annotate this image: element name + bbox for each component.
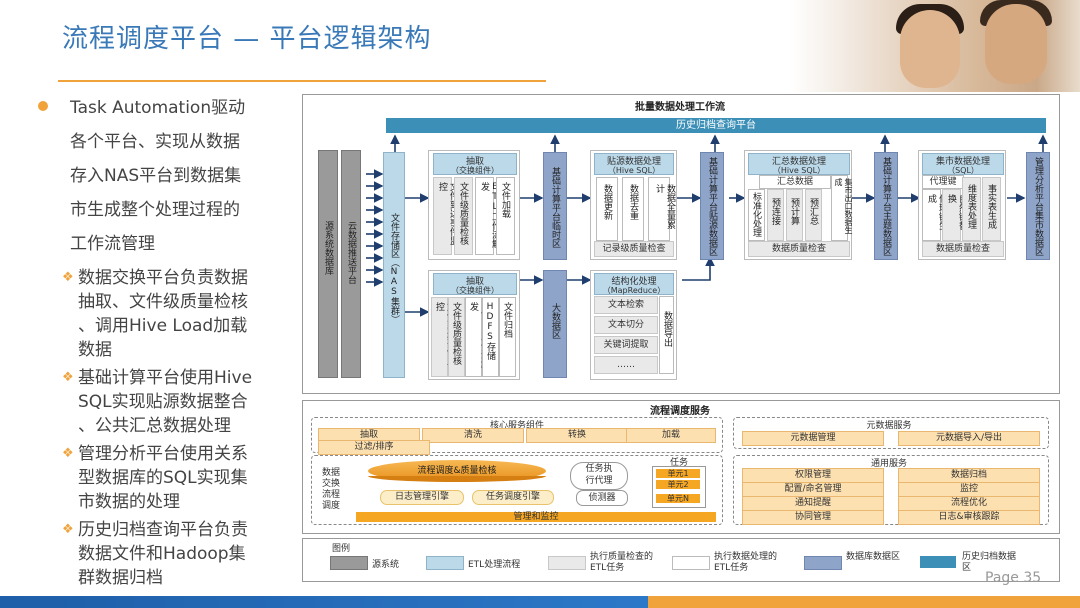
mart-processing-box: 集市数据处理 （SQL） 代理键 代理键生成 自然键替换 维度表处理 事实表生成… <box>918 150 1006 260</box>
legend-swatch-etl <box>426 556 464 570</box>
metadata-services-group: 元数据服务 元数据管理 元数据导入/导出 <box>733 417 1049 449</box>
scheduler-title: 流程调度服务 <box>650 406 710 417</box>
compute-theme-zone: 基础计算平台主题数据区 <box>874 152 898 260</box>
legend-swatch-quality <box>548 556 586 570</box>
diamond-bullet-icon: ❖ <box>62 270 74 285</box>
bottom-accent-bar <box>0 596 1080 608</box>
sub-bullet-compute: ❖ 基础计算平台使用Hive SQL实现贴源数据整合 、公共汇总数据处理 <box>62 368 253 436</box>
paste-processing-box: 贴源数据处理 （Hive SQL） 数据更新 数据去重 数据全量累计 记录级质量… <box>590 150 677 260</box>
nas-file-storage: 文件存储区（NAS集群） <box>383 152 405 378</box>
batch-workflow-title: 批量数据处理工作流 <box>635 102 725 113</box>
detector: 侦测器 <box>576 490 628 506</box>
page-number: Page 35 <box>985 570 1042 586</box>
engine-cylinder-base <box>368 476 546 482</box>
sub-bullet-archive: ❖ 历史归档查询平台负责 数据文件和Hadoop集 群数据归档 <box>62 520 248 588</box>
bigdata-zone: 大数据区 <box>543 270 567 378</box>
header-photo <box>790 0 1080 92</box>
analysis-mart-zone: 管理分析平台集市数据区 <box>1026 152 1050 260</box>
core-services-group: 核心服务组件 抽取 清洗 转换 加载 过滤/排序 <box>311 417 723 455</box>
compute-paste-zone: 基础计算平台贴源数据区 <box>700 152 724 260</box>
legend-swatch-source <box>330 556 368 570</box>
extract-box-2: 抽取 （交换组件） 文件到达事件监控 文件级质量检核 ETL工作流触发 HDFS… <box>428 270 520 380</box>
common-services-group: 通用服务 权限管理 数据归档 配置/命名管理 监控 通知提醒 流程优化 协同管理… <box>733 455 1049 525</box>
extract-box-1: 抽取 （交换组件） 文件到达事件监控 文件级质量检核 ETL工作流触发 文件加载 <box>428 150 520 260</box>
diamond-bullet-icon: ❖ <box>62 522 74 537</box>
title-underline <box>58 80 546 82</box>
summary-processing-box: 汇总数据处理 （Hive SQL） 汇总数据 标准化处理 预连接 预计算 预汇总… <box>744 150 853 260</box>
diamond-bullet-icon: ❖ <box>62 370 74 385</box>
main-bullet: Task Automation驱动 各个平台、实现从数据 存入NAS平台到数据集… <box>34 94 296 264</box>
legend-swatch-db-zone <box>804 556 842 570</box>
struct-processing-box: 结构化处理 （MapReduce） 文本检索 文本切分 关键词提取 …… 数据导… <box>590 270 677 380</box>
history-archive-bar: 历史归档查询平台 <box>386 118 1046 133</box>
cloud-push-platform: 云数据推送平台 <box>341 150 361 378</box>
legend-swatch-archive <box>920 556 956 568</box>
flow-scheduling-group: 数据 交换 流程 调度 流程调度&质量检核 日志管理引擎 任务调度引擎 任务执 … <box>311 455 723 525</box>
task-units: 单元1 单元2 单元N <box>652 466 706 508</box>
slide-title: 流程调度平台 — 平台逻辑架构 <box>62 24 432 54</box>
bullet-list: Task Automation驱动 各个平台、实现从数据 存入NAS平台到数据集… <box>34 94 296 594</box>
sub-bullet-exchange: ❖ 数据交换平台负责数据 抽取、文件级质量检核 、调用Hive Load加载 数… <box>62 268 248 360</box>
bullet-dot-icon <box>38 101 48 111</box>
diamond-bullet-icon: ❖ <box>62 446 74 461</box>
compute-temp-zone: 基础计算平台临时区 <box>543 152 567 260</box>
legend-swatch-processing <box>672 556 710 570</box>
legend-title: 图例 <box>332 544 351 554</box>
source-system-db: 源系统数据库 <box>318 150 338 378</box>
sub-bullet-analysis: ❖ 管理分析平台使用关系 型数据库的SQL实现集 市数据的处理 <box>62 444 248 512</box>
task-agent: 任务执 行代理 <box>570 462 628 490</box>
